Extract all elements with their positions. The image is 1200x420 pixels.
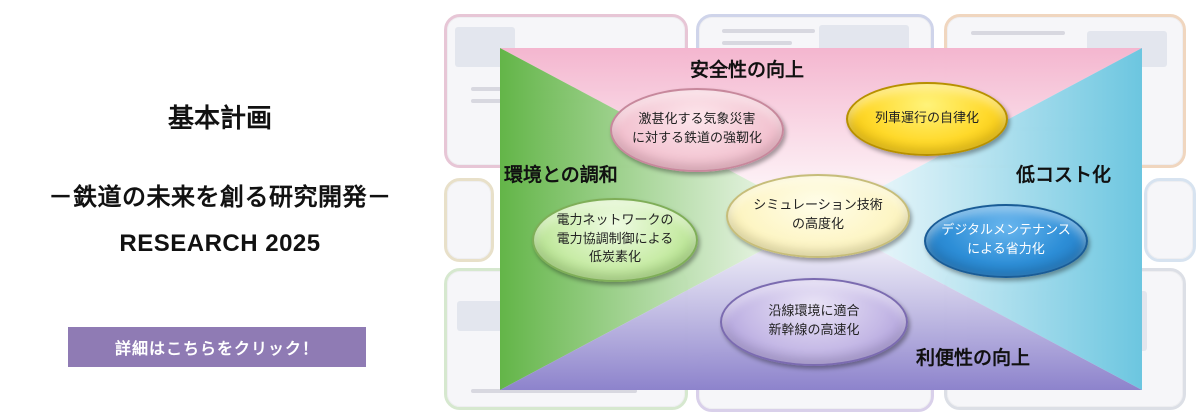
label-safety: 安全性の向上 <box>690 59 805 81</box>
page-subtitle: －鉄道の未来を創る研究開発－ <box>48 183 392 211</box>
research-diagram[interactable]: 安全性の向上 環境との調和 低コスト化 利便性の向上 激甚化する気象災害 に対す… <box>440 0 1200 420</box>
theme-label: デジタルメンテナンス による省力化 <box>941 223 1071 257</box>
theme-label: 列車運行の自律化 <box>874 110 979 126</box>
theme-label: 激甚化する気象災害 に対する鉄道の強靭化 <box>631 112 762 146</box>
theme-disaster-resilience[interactable]: 激甚化する気象災害 に対する鉄道の強靭化 <box>610 88 784 172</box>
label-environment: 環境との調和 <box>504 164 618 186</box>
details-button[interactable]: 詳細はこちらをクリック！ <box>68 327 366 367</box>
theme-power-network[interactable]: 電力ネットワークの 電力協調制御による 低炭素化 <box>532 198 698 282</box>
theme-digital-maintenance[interactable]: デジタルメンテナンス による省力化 <box>924 204 1088 278</box>
background-thumbnail <box>444 178 494 262</box>
plan-name: RESEARCH 2025 <box>119 230 321 257</box>
theme-simulation[interactable]: シミュレーション技術 の高度化 <box>726 174 910 258</box>
background-thumbnail <box>1144 178 1196 262</box>
theme-label: 沿線環境に適合 新幹線の高速化 <box>768 304 860 338</box>
label-cost-reduction: 低コスト化 <box>1016 164 1112 186</box>
theme-shinkansen-speed[interactable]: 沿線環境に適合 新幹線の高速化 <box>720 278 908 366</box>
theme-label: 電力ネットワークの 電力協調制御による 低炭素化 <box>556 212 674 266</box>
theme-label: シミュレーション技術 の高度化 <box>753 198 883 232</box>
theme-autonomous-operation[interactable]: 列車運行の自律化 <box>846 82 1008 156</box>
label-convenience: 利便性の向上 <box>916 347 1031 369</box>
left-panel: 基本計画 －鉄道の未来を創る研究開発－ RESEARCH 2025 詳細はこちら… <box>0 0 440 420</box>
page-title: 基本計画 <box>167 104 272 134</box>
